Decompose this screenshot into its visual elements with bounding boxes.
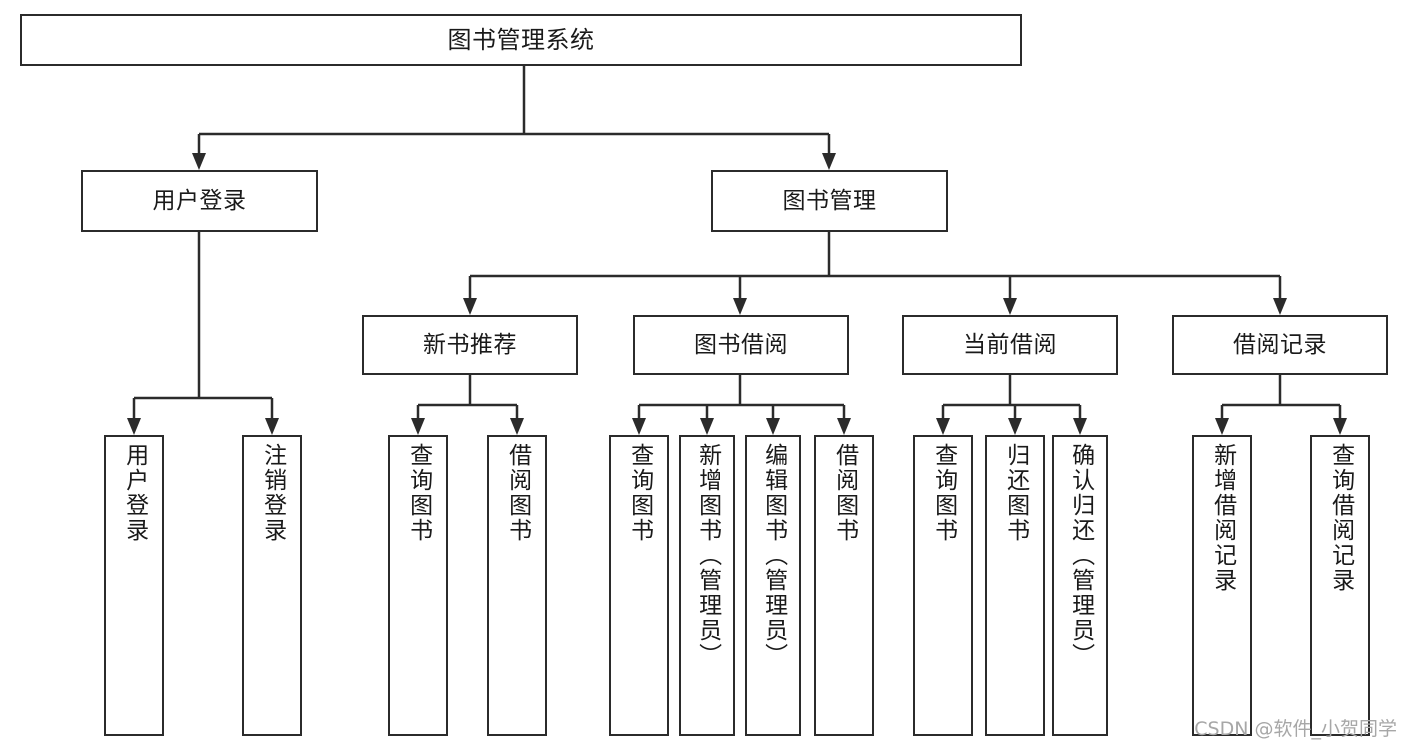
leaf-user-logout[interactable]: 注销登录 <box>242 435 302 736</box>
leaf-query-book-1-label: 查询图书 <box>405 443 432 543</box>
leaf-add-book[interactable]: 新增图书（管理员） <box>679 435 735 736</box>
leaf-add-record[interactable]: 新增借阅记录 <box>1192 435 1252 736</box>
node-root-label: 图书管理系统 <box>447 26 595 54</box>
node-book-borrow[interactable]: 图书借阅 <box>633 315 849 375</box>
node-borrow-record-label: 借阅记录 <box>1233 331 1327 358</box>
node-book-manage-label: 图书管理 <box>782 187 877 214</box>
leaf-query-record-label: 查询借阅记录 <box>1327 443 1354 593</box>
leaf-borrow-book-1-label: 借阅图书 <box>504 443 531 543</box>
leaf-query-book-2[interactable]: 查询图书 <box>609 435 669 736</box>
leaf-user-logout-label: 注销登录 <box>259 443 286 543</box>
leaf-query-record[interactable]: 查询借阅记录 <box>1310 435 1370 736</box>
node-new-book-recommend[interactable]: 新书推荐 <box>362 315 578 375</box>
node-new-book-recommend-label: 新书推荐 <box>423 331 517 358</box>
leaf-query-book-3[interactable]: 查询图书 <box>913 435 973 736</box>
node-user-login[interactable]: 用户登录 <box>81 170 318 232</box>
node-borrow-record[interactable]: 借阅记录 <box>1172 315 1388 375</box>
watermark: CSDN @软件_小贺同学 <box>1194 718 1397 740</box>
leaf-edit-book[interactable]: 编辑图书（管理员） <box>745 435 801 736</box>
node-current-borrow-label: 当前借阅 <box>963 331 1057 358</box>
leaf-return-book-label: 归还图书 <box>1002 443 1029 543</box>
leaf-borrow-book-2-label: 借阅图书 <box>831 443 858 543</box>
leaf-borrow-book-1[interactable]: 借阅图书 <box>487 435 547 736</box>
leaf-query-book-3-label: 查询图书 <box>930 443 957 543</box>
leaf-add-book-label: 新增图书（管理员） <box>694 443 721 668</box>
leaf-borrow-book-2[interactable]: 借阅图书 <box>814 435 874 736</box>
leaf-confirm-return[interactable]: 确认归还（管理员） <box>1052 435 1108 736</box>
node-user-login-label: 用户登录 <box>152 187 247 214</box>
leaf-query-book-1[interactable]: 查询图书 <box>388 435 448 736</box>
node-book-manage[interactable]: 图书管理 <box>711 170 948 232</box>
leaf-user-login-label: 用户登录 <box>121 443 148 543</box>
leaf-user-login[interactable]: 用户登录 <box>104 435 164 736</box>
node-book-borrow-label: 图书借阅 <box>694 331 788 358</box>
leaf-confirm-return-label: 确认归还（管理员） <box>1067 443 1094 668</box>
leaf-add-record-label: 新增借阅记录 <box>1209 443 1236 593</box>
leaf-edit-book-label: 编辑图书（管理员） <box>760 443 787 668</box>
node-current-borrow[interactable]: 当前借阅 <box>902 315 1118 375</box>
leaf-query-book-2-label: 查询图书 <box>626 443 653 543</box>
leaf-return-book[interactable]: 归还图书 <box>985 435 1045 736</box>
node-root[interactable]: 图书管理系统 <box>20 14 1022 66</box>
